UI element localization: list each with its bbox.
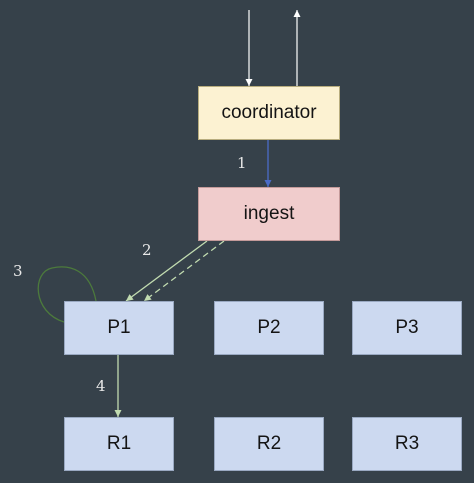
p1-label: P1 — [107, 317, 131, 338]
edge-label-3: 3 — [13, 262, 23, 280]
edge-ingest-to-p1-dashed — [143, 240, 225, 302]
edge-ingest-to-p1-solid — [125, 240, 208, 302]
p2-label: P2 — [257, 317, 281, 338]
r3-node[interactable]: R3 — [352, 417, 462, 471]
r1-node[interactable]: R1 — [64, 417, 174, 471]
coordinator-label: coordinator — [221, 102, 317, 123]
p1-node[interactable]: P1 — [64, 301, 174, 355]
ingest-label: ingest — [243, 203, 295, 224]
r2-label: R2 — [256, 433, 282, 454]
coordinator-node[interactable]: coordinator — [198, 86, 340, 140]
r2-node[interactable]: R2 — [214, 417, 324, 471]
p3-label: P3 — [395, 317, 419, 338]
edge-label-4: 4 — [96, 377, 106, 395]
edge-label-2: 2 — [142, 241, 152, 259]
r3-label: R3 — [394, 433, 420, 454]
ingest-node[interactable]: ingest — [198, 187, 340, 241]
edge-label-1: 1 — [237, 154, 247, 172]
r1-label: R1 — [106, 433, 132, 454]
edge-p1-self-loop — [37, 266, 97, 323]
p2-node[interactable]: P2 — [214, 301, 324, 355]
p3-node[interactable]: P3 — [352, 301, 462, 355]
